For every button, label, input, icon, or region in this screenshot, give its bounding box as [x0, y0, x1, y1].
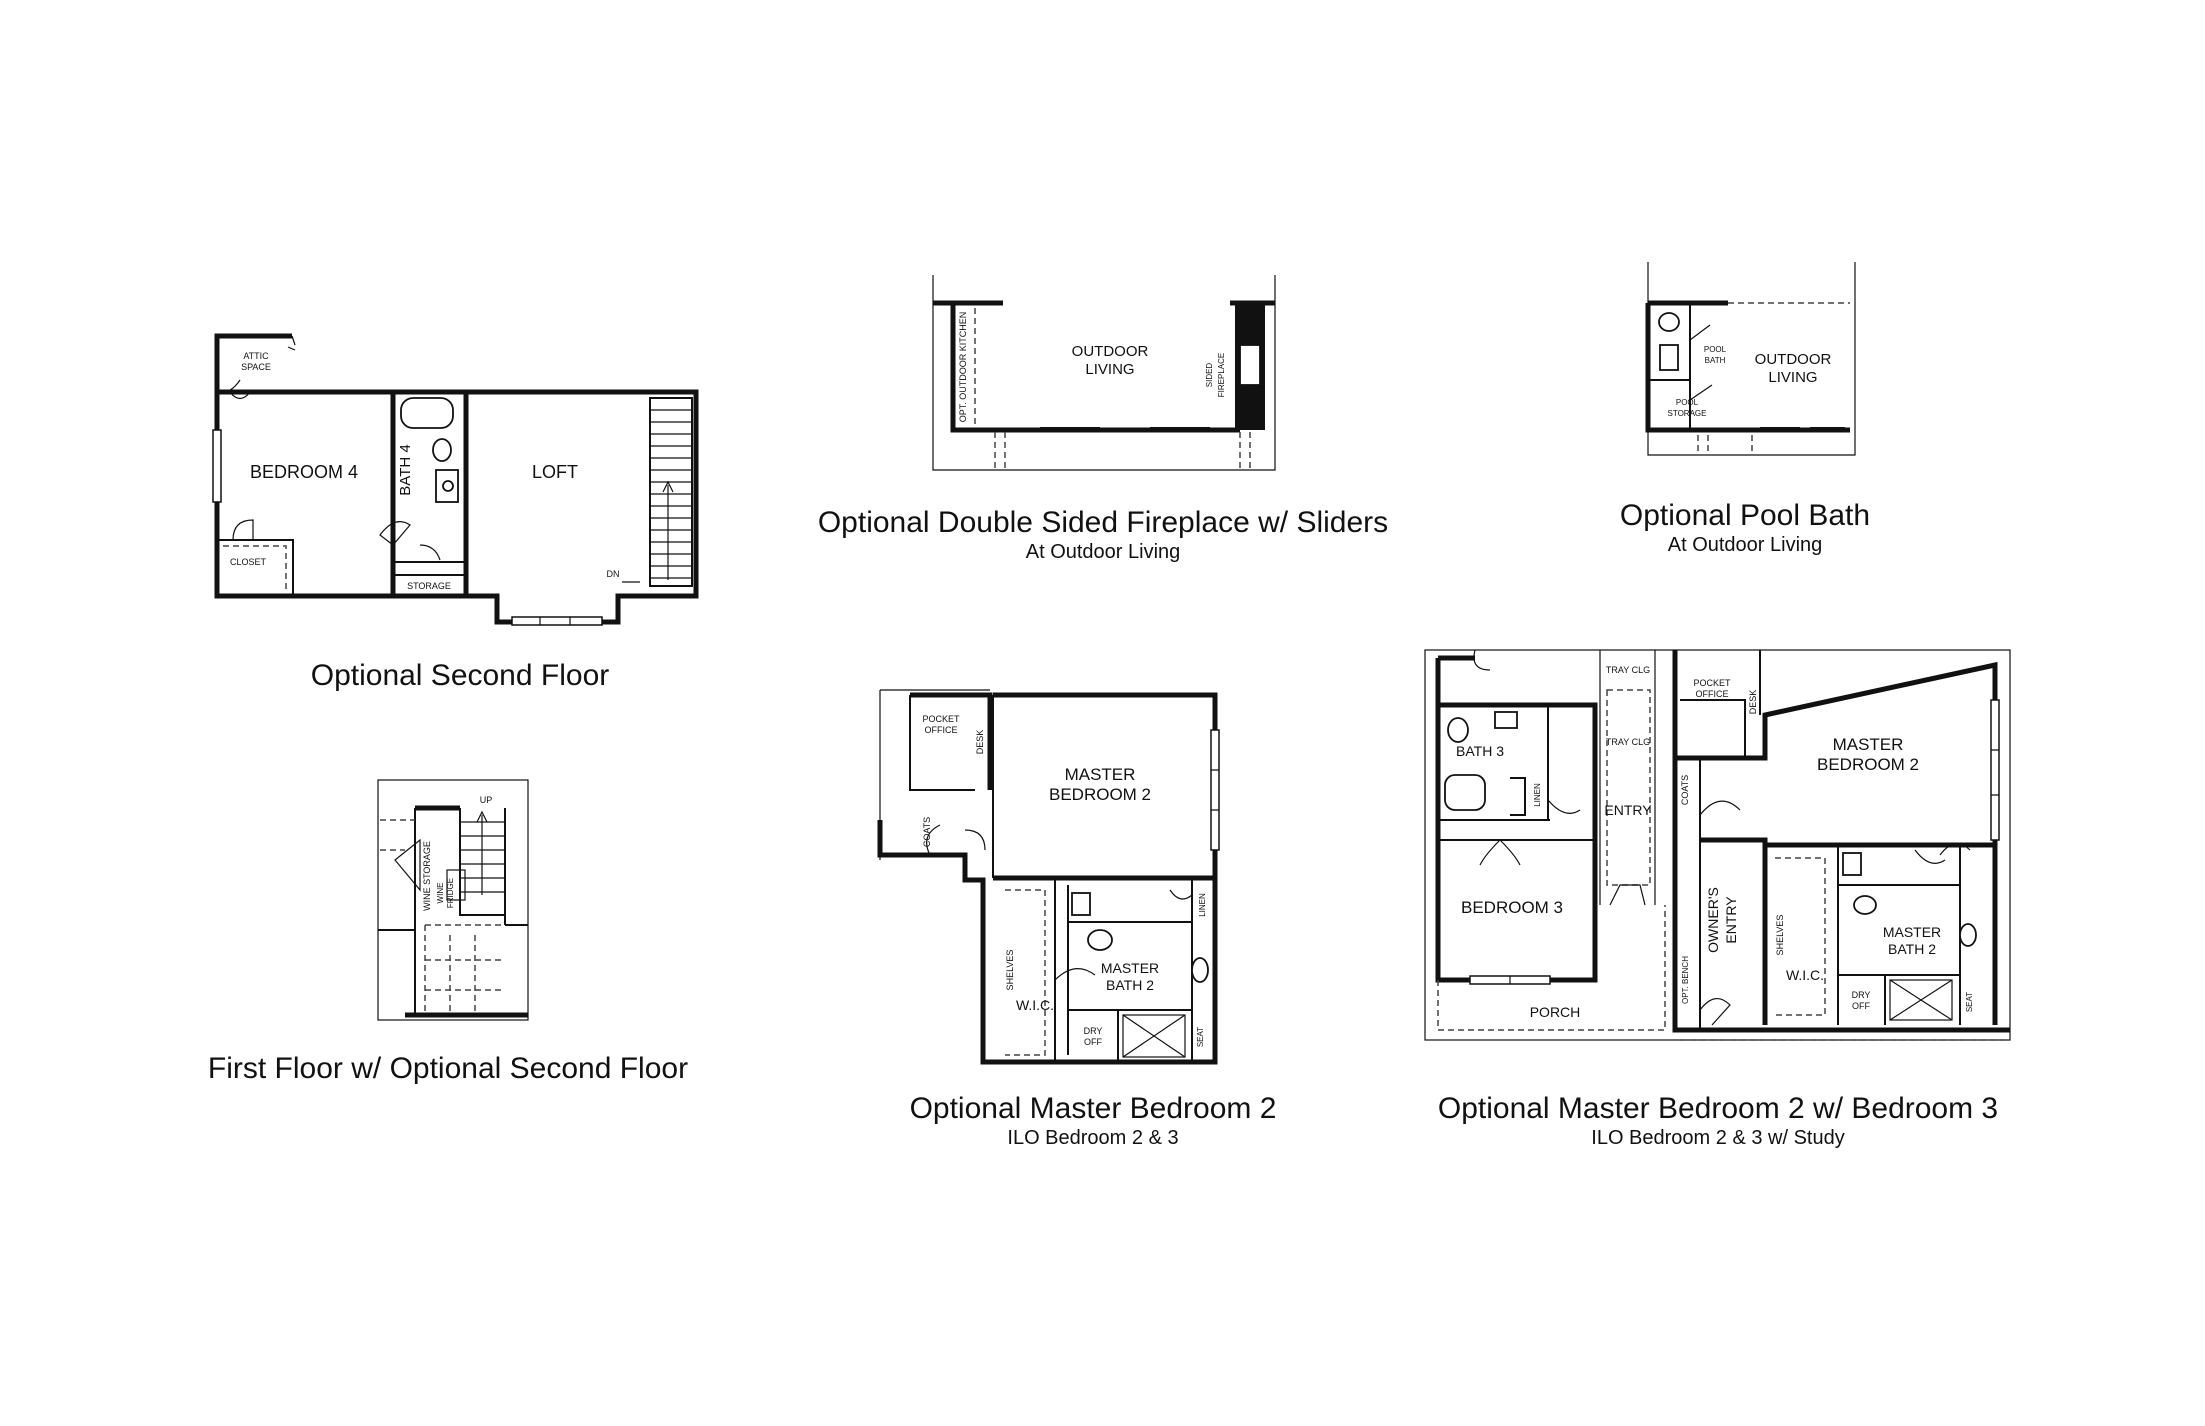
m2-dry-off-label-1: DRY	[1084, 1026, 1103, 1036]
wine-fridge-label-2: FRIDGE	[446, 878, 455, 908]
pool-storage-label-2: STORAGE	[1668, 409, 1707, 418]
m2b3-owners-entry-label-2: ENTRY	[1723, 896, 1739, 944]
pool-outdoor-living-label-1: OUTDOOR	[1755, 351, 1832, 368]
wine-fridge-label-1: WINE	[436, 883, 445, 904]
master-bedroom-2-subtitle: ILO Bedroom 2 & 3	[1007, 1127, 1178, 1149]
m2-linen-label: LINEN	[1198, 893, 1207, 917]
wine-storage-label: WINE STORAGE	[422, 841, 432, 911]
pool-bath-label-2: BATH	[1705, 356, 1726, 365]
m2b3-dry-off-label-2: OFF	[1852, 1001, 1870, 1011]
master-bedroom-2-caption: Optional Master Bedroom 2	[910, 1092, 1277, 1125]
m2b3-wic-label: W.I.C.	[1786, 967, 1824, 983]
m2b3-desk-label: DESK	[1748, 690, 1758, 715]
second-floor-plan: ATTIC SPACE BEDROOM 4 BATH 4 LOFT CLOSET…	[212, 333, 699, 692]
m2b3-master-bath-label-1: MASTER	[1883, 924, 1941, 940]
pool-outdoor-living-label-2: LIVING	[1768, 369, 1817, 386]
pool-bath-caption: Optional Pool Bath	[1620, 499, 1870, 532]
m2b3-pocket-office-label-2: OFFICE	[1696, 689, 1729, 699]
m2b3-tray-clg-label-2: TRAY CLG	[1606, 737, 1650, 747]
bath-4-label: BATH 4	[397, 444, 414, 495]
outdoor-living-label-2: LIVING	[1085, 361, 1134, 378]
m2b3-bath-3-label: BATH 3	[1456, 743, 1504, 759]
fireplace-plan: OUTDOOR LIVING OPT. OUTDOOR KITCHEN SIDE…	[818, 275, 1388, 563]
pool-bath-subtitle: At Outdoor Living	[1668, 534, 1823, 556]
sided-fireplace-label-2: FIREPLACE	[1217, 353, 1226, 397]
second-floor-caption: Optional Second Floor	[311, 659, 610, 692]
pool-storage-label-1: POOL	[1676, 398, 1699, 407]
m2b3-linen-label: LINEN	[1533, 783, 1542, 807]
down-label: DN	[607, 569, 620, 579]
up-label: UP	[480, 795, 493, 805]
pool-bath-label-1: POOL	[1704, 345, 1727, 354]
attic-space-label-1: ATTIC	[243, 351, 269, 361]
m2-desk-label: DESK	[975, 730, 985, 755]
storage-label: STORAGE	[407, 581, 451, 591]
m2b3-coats-label: COATS	[1680, 775, 1690, 805]
bedroom-4-label: BEDROOM 4	[250, 462, 358, 482]
m2b3-seat-label: SEAT	[1965, 992, 1974, 1012]
first-floor-plan: UP WINE STORAGE WINE FRIDGE First Floor …	[208, 779, 688, 1085]
loft-label: LOFT	[532, 462, 578, 482]
m2-pocket-office-label-1: POCKET	[922, 714, 960, 724]
m2-seat-label: SEAT	[1196, 1027, 1205, 1047]
attic-space-label-2: SPACE	[241, 362, 271, 372]
m2-master-label-1: MASTER	[1065, 765, 1136, 784]
fireplace-caption: Optional Double Sided Fireplace w/ Slide…	[818, 506, 1388, 539]
m2-master-bath-label-2: BATH 2	[1106, 977, 1154, 993]
m2b3-opt-bench-label: OPT. BENCH	[1681, 956, 1690, 1004]
m2-master-label-2: BEDROOM 2	[1049, 785, 1151, 804]
master-bedroom-2-bedroom-3-caption: Optional Master Bedroom 2 w/ Bedroom 3	[1438, 1092, 1998, 1125]
m2b3-master-label-2: BEDROOM 2	[1817, 755, 1919, 774]
m2b3-shelves-label: SHELVES	[1775, 915, 1785, 956]
m2-shelves-label: SHELVES	[1005, 950, 1015, 991]
pool-bath-plan: POOL BATH POOL STORAGE OUTDOOR LIVING Op…	[1620, 262, 1870, 556]
sided-fireplace-label-1: SIDED	[1205, 363, 1214, 388]
master-bedroom-2-plan: POCKET OFFICE DESK COATS MASTER BEDROOM …	[877, 689, 1277, 1149]
fireplace-subtitle: At Outdoor Living	[1026, 541, 1181, 563]
m2b3-dry-off-label-1: DRY	[1852, 990, 1871, 1000]
m2b3-master-bath-label-2: BATH 2	[1888, 941, 1936, 957]
master-bedroom-2-bedroom-3-plan: TRAY CLG TRAY CLG POCKET OFFICE DESK BAT…	[1424, 649, 2011, 1149]
m2b3-bedroom-3-label: BEDROOM 3	[1461, 898, 1563, 917]
m2-pocket-office-label-2: OFFICE	[925, 725, 958, 735]
m2-coats-label: COATS	[922, 817, 932, 847]
outdoor-kitchen-label: OPT. OUTDOOR KITCHEN	[958, 312, 968, 423]
m2b3-owners-entry-label-1: OWNER'S	[1705, 887, 1721, 953]
master-bedroom-2-bedroom-3-subtitle: ILO Bedroom 2 & 3 w/ Study	[1591, 1127, 1844, 1149]
m2b3-entry-label: ENTRY	[1604, 802, 1652, 818]
m2-master-bath-label-1: MASTER	[1101, 960, 1159, 976]
m2b3-tray-clg-label-1: TRAY CLG	[1606, 665, 1650, 675]
m2-wic-label: W.I.C.	[1016, 997, 1054, 1013]
closet-label: CLOSET	[230, 557, 267, 567]
m2b3-pocket-office-label-1: POCKET	[1693, 678, 1731, 688]
m2b3-porch-label: PORCH	[1530, 1004, 1581, 1020]
outdoor-living-label-1: OUTDOOR	[1072, 343, 1149, 360]
m2b3-master-label-1: MASTER	[1833, 735, 1904, 754]
m2-dry-off-label-2: OFF	[1084, 1037, 1102, 1047]
first-floor-caption: First Floor w/ Optional Second Floor	[208, 1052, 688, 1085]
